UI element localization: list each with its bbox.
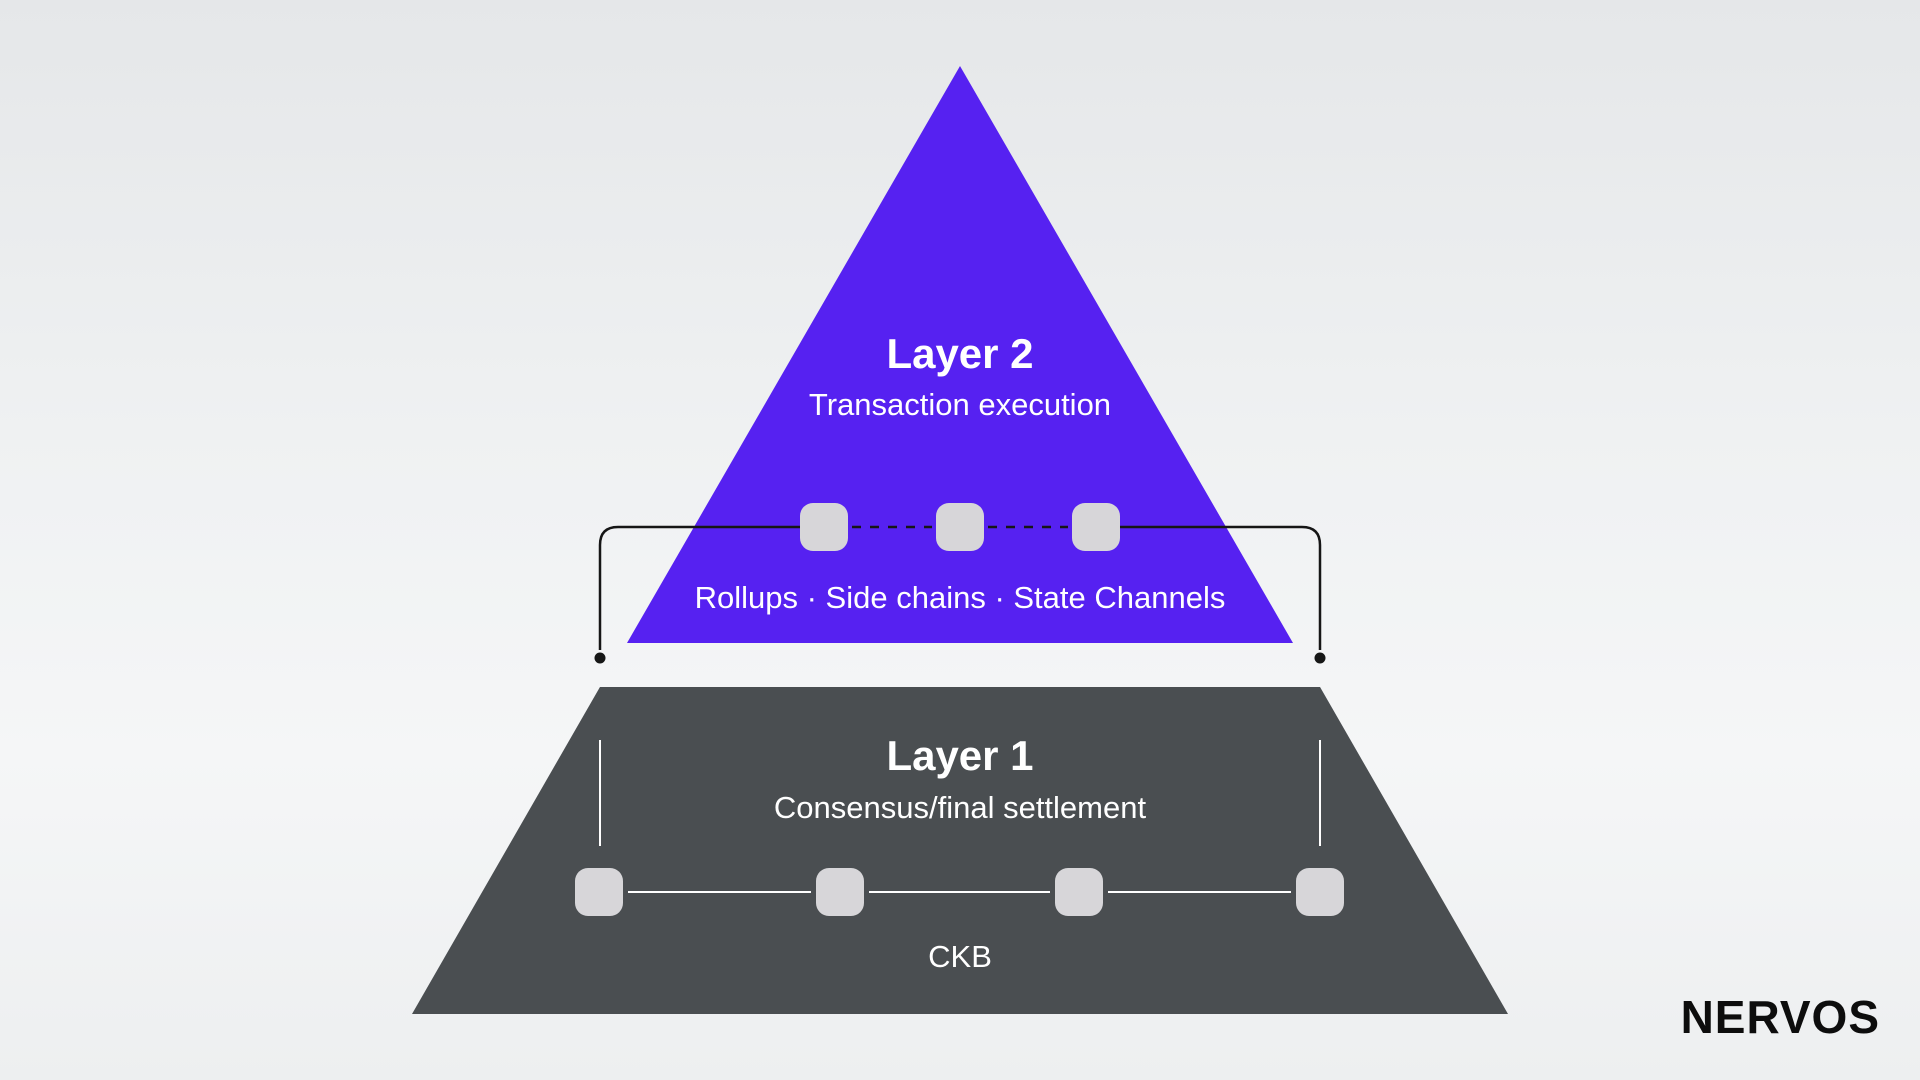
bracket-right-line bbox=[1120, 525, 1322, 650]
layer2-caption: Rollups · Side chains · State Channels bbox=[694, 580, 1226, 615]
layer1-node-icon bbox=[575, 868, 623, 916]
layer2-subtitle: Transaction execution bbox=[808, 387, 1112, 422]
nervos-logo: NERVOS bbox=[1680, 991, 1880, 1043]
layer1-node-icon bbox=[816, 868, 864, 916]
layer1-caption: CKB bbox=[928, 939, 992, 974]
layer2-node-icon bbox=[1072, 503, 1120, 551]
layer2-title: Layer 2 bbox=[886, 330, 1034, 377]
layer2-node-icon bbox=[936, 503, 984, 551]
anchor-dot-left bbox=[594, 652, 606, 664]
bracket-left-line bbox=[598, 525, 800, 650]
layer1-title: Layer 1 bbox=[886, 732, 1034, 779]
anchor-dot-right bbox=[1314, 652, 1326, 664]
layer2-node-icon bbox=[800, 503, 848, 551]
layer1-subtitle: Consensus/final settlement bbox=[773, 790, 1147, 825]
layer1-node-icon bbox=[1055, 868, 1103, 916]
layer1-node-icon bbox=[1296, 868, 1344, 916]
layer1-trapezoid bbox=[412, 687, 1508, 1014]
